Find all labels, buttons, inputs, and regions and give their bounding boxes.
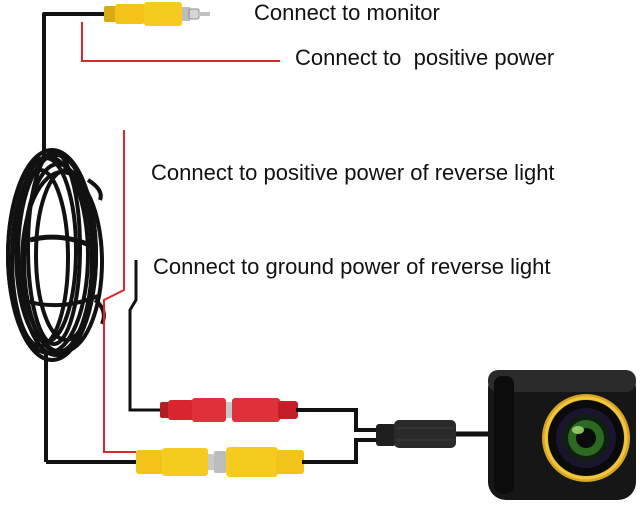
label-connect-to-monitor: Connect to monitor xyxy=(254,0,440,25)
top-video-cable xyxy=(42,12,110,148)
red-rca-power-connector xyxy=(160,398,298,422)
rear-view-camera xyxy=(488,370,636,500)
extension-cable-coil xyxy=(6,140,106,462)
top-red-power-wire xyxy=(81,22,280,62)
red-rca-cable xyxy=(296,408,378,432)
yellow-rca-cable xyxy=(302,438,378,464)
yellow-rca-video-connector xyxy=(136,447,304,477)
label-reverse-light-positive: Connect to positive power of reverse lig… xyxy=(151,160,555,185)
reverse-light-wires xyxy=(103,130,168,453)
label-reverse-light-ground: Connect to ground power of reverse light xyxy=(153,254,551,279)
cable-splitter xyxy=(376,420,500,448)
label-connect-to-positive-power: Connect to positive power xyxy=(295,45,555,70)
top-yellow-rca-plug xyxy=(104,2,210,26)
